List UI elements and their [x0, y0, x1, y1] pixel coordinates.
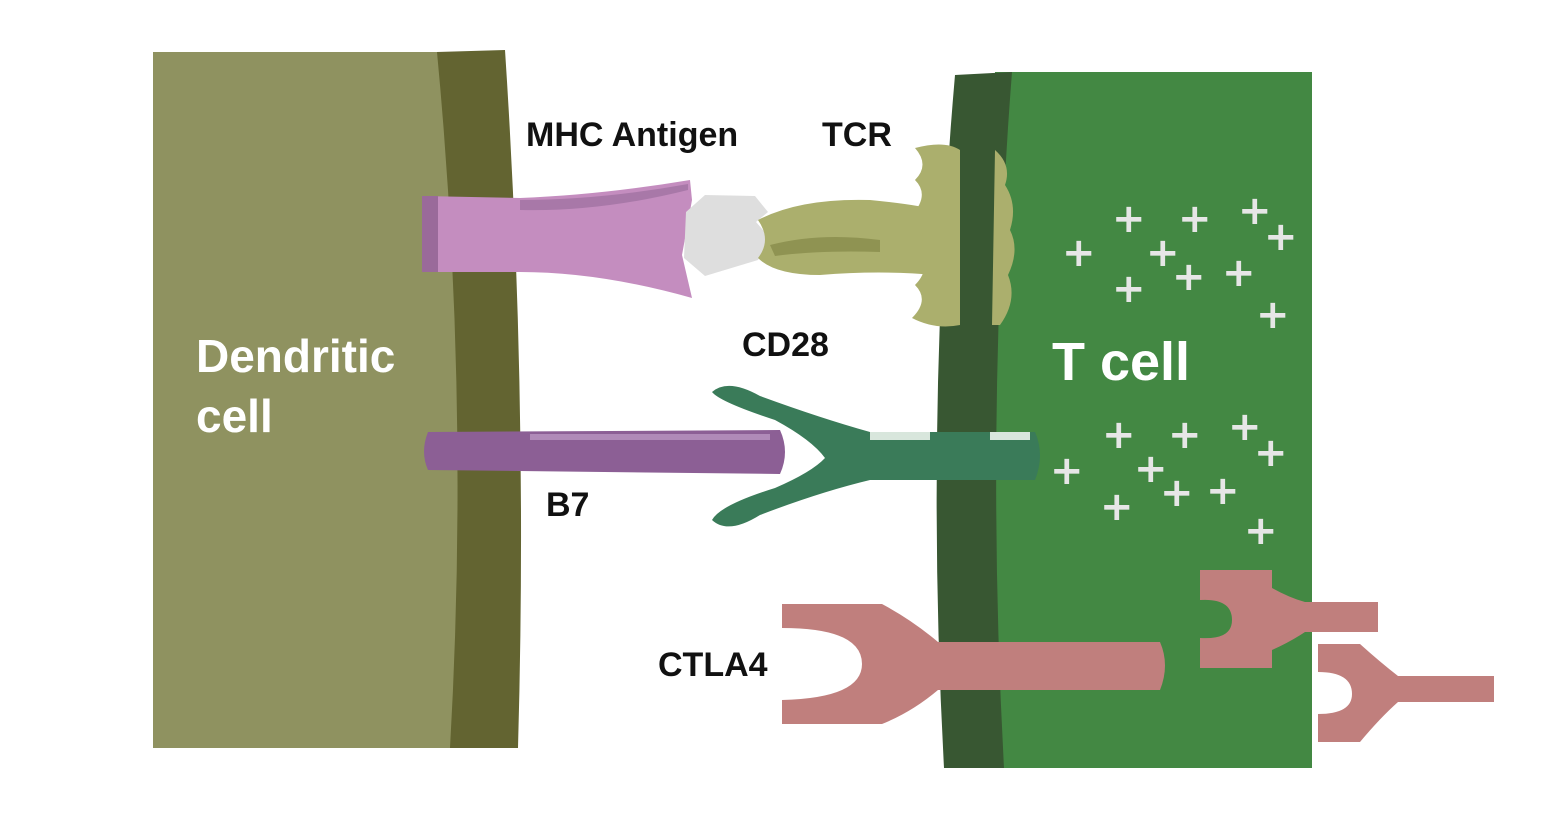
cd28-molecule: [712, 385, 1040, 527]
plus-sign: +: [1062, 230, 1096, 276]
plus-sign: +: [1206, 468, 1240, 514]
tcr-receptor: [758, 144, 1015, 327]
plus-sign: +: [1102, 412, 1136, 458]
tcr-shade: [770, 236, 880, 256]
plus-sign: +: [1256, 292, 1290, 338]
b7-label: B7: [546, 486, 589, 524]
cd28-label: CD28: [742, 326, 829, 364]
activation-signs-upper: + + + + + + + + + +: [1062, 188, 1298, 338]
ctla4-label: CTLA4: [658, 646, 768, 684]
dendritic-cell-body: [153, 52, 485, 748]
plus-sign: +: [1160, 470, 1194, 516]
mhc-inner-shade: [422, 196, 438, 272]
plus-sign: +: [1112, 196, 1146, 242]
cd28-highlight: [870, 432, 1030, 440]
antigen-peptide: [684, 195, 770, 276]
b7-highlight: [530, 434, 770, 440]
plus-sign: +: [1178, 196, 1212, 242]
b7-ligand: [424, 430, 785, 474]
plus-sign: +: [1100, 484, 1134, 530]
plus-sign: +: [1134, 446, 1168, 492]
plus-sign: +: [1264, 214, 1298, 260]
plus-sign: +: [1222, 250, 1256, 296]
ctla4-receptors: [782, 570, 1494, 742]
dendritic-cell-label-line1: Dendritic: [196, 330, 395, 382]
b7-molecule: [424, 430, 785, 474]
plus-sign: +: [1112, 266, 1146, 312]
activation-signs-lower: + + + + + + + + + +: [1050, 404, 1288, 554]
plus-sign: +: [1168, 412, 1202, 458]
plus-sign: +: [1238, 188, 1272, 234]
plus-sign: +: [1254, 430, 1288, 476]
mhc-highlight: [520, 184, 688, 211]
mhc-molecule: [422, 180, 692, 298]
t-cell-label: T cell: [1052, 332, 1190, 392]
cd28-receptor: [712, 385, 1040, 527]
tcr-stem: [912, 144, 960, 327]
dendritic-cell-label-line2: cell: [196, 390, 273, 442]
tcr-label: TCR: [822, 116, 892, 154]
plus-sign: +: [1244, 508, 1278, 554]
mhc-antigen-complex: [422, 180, 770, 298]
tcr-stem-inner: [992, 150, 1015, 325]
plus-sign: +: [1146, 230, 1180, 276]
plus-sign: +: [1228, 404, 1262, 450]
ctla4-bottom-right: [1318, 644, 1494, 742]
mhc-antigen-label: MHC Antigen: [526, 116, 738, 154]
ctla4-main: [782, 604, 1165, 724]
ctla4-top-right: [1200, 570, 1378, 668]
plus-sign: +: [1050, 448, 1084, 494]
plus-sign: +: [1172, 254, 1206, 300]
